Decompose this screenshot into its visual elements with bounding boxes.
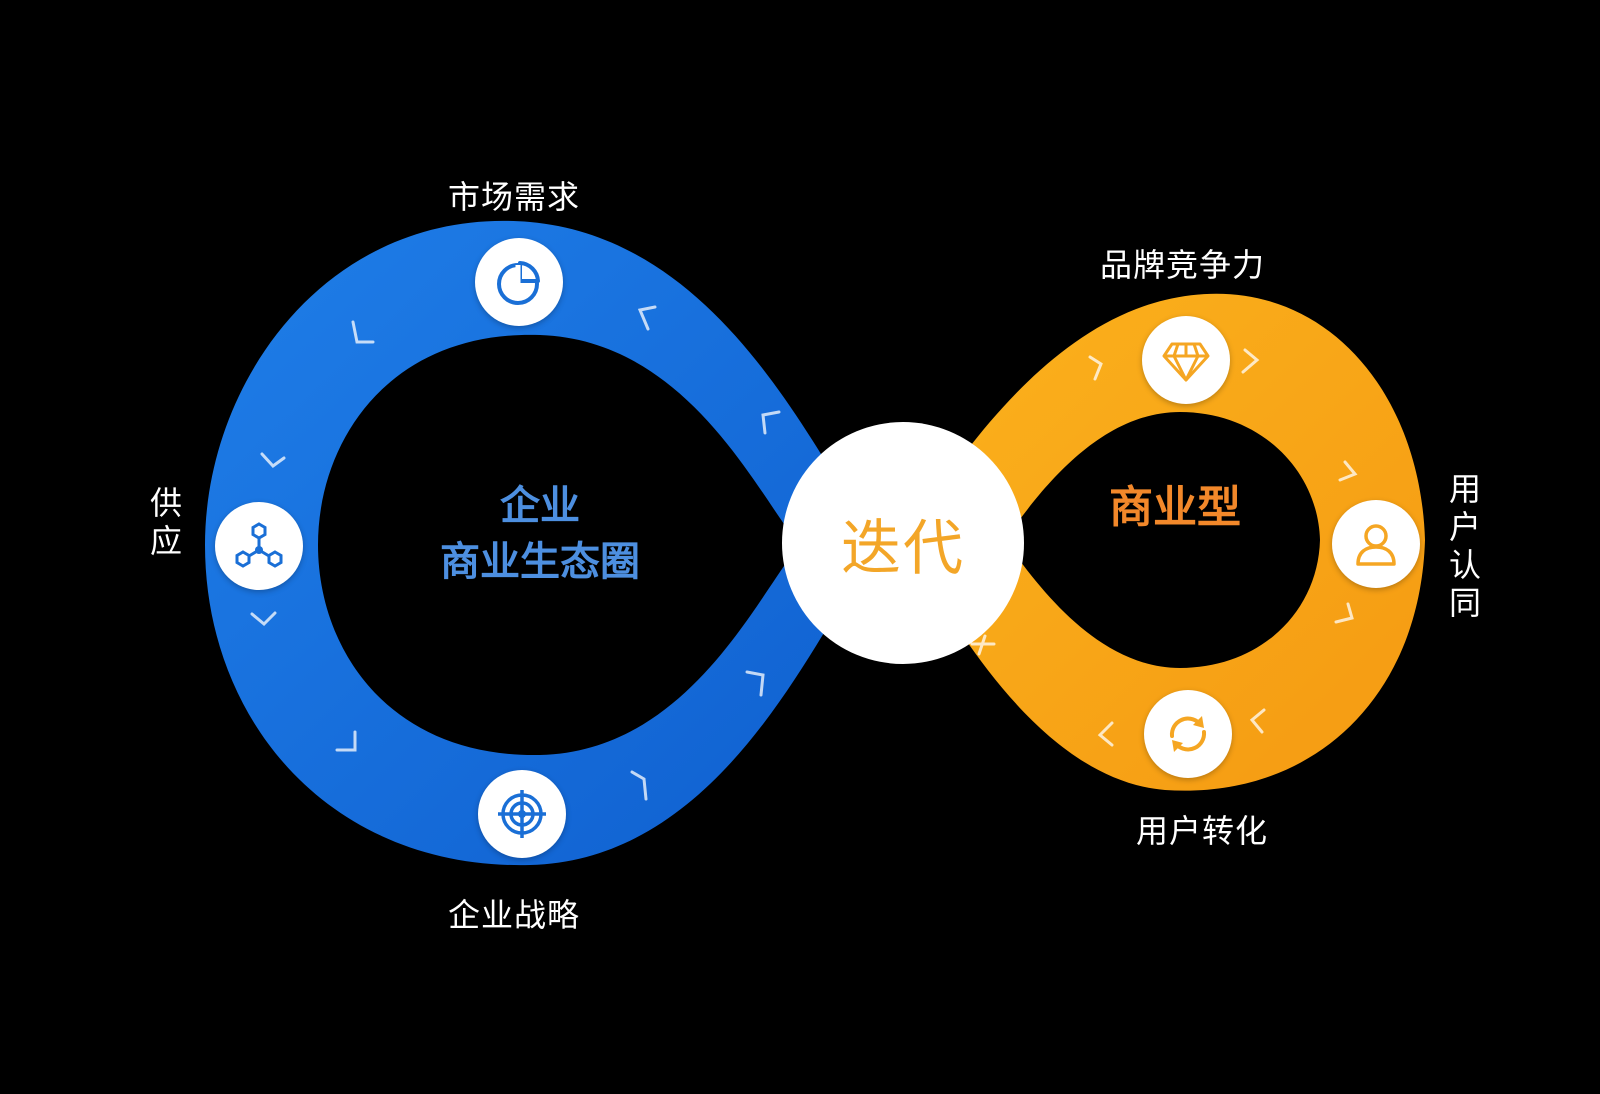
refresh-cycle-icon [1169, 716, 1207, 752]
diamond-icon [1162, 342, 1210, 382]
node-enterprise-strategy [478, 770, 566, 858]
user-icon [1356, 524, 1396, 566]
label-supply: 供应 [149, 484, 182, 560]
left-loop-title-line2: 商业生态圈 [440, 539, 640, 585]
node-supply [215, 502, 303, 590]
chevron-mark [335, 730, 357, 752]
left-loop-title: 企业 商业生态圈 [400, 478, 680, 590]
right-loop-title: 商业型 [1109, 482, 1241, 533]
label-enterprise-strategy: 企业战略 [448, 896, 581, 934]
chevron-mark [1088, 355, 1103, 381]
label-market-demand: 市场需求 [448, 178, 581, 216]
target-crosshair-icon [498, 790, 546, 838]
label-user-recognition: 用户认同 [1448, 470, 1481, 622]
chevron-mark [761, 410, 781, 435]
pie-chart-icon [497, 261, 540, 305]
chevron-mark [1097, 721, 1114, 747]
chevron-mark [970, 634, 996, 656]
chevron-mark [1338, 460, 1358, 482]
hub-label: 迭代 [841, 513, 965, 584]
chevron-mark [630, 770, 648, 801]
left-loop-title-line1: 企业 [500, 483, 580, 529]
chevron-mark [745, 670, 765, 697]
chevron-mark [1334, 602, 1354, 624]
chevron-mark [260, 452, 286, 469]
node-brand-competitiveness [1142, 316, 1230, 404]
network-nodes-icon [235, 522, 283, 568]
node-user-recognition [1332, 500, 1420, 588]
node-market-demand [475, 238, 563, 326]
label-user-conversion: 用户转化 [1136, 812, 1269, 850]
left-loop-band [205, 220, 880, 866]
chevron-mark [250, 611, 277, 627]
chevron-mark [1249, 708, 1266, 734]
right-loop-band [905, 293, 1425, 791]
chevron-mark [351, 320, 375, 344]
node-user-conversion [1144, 690, 1232, 778]
chevron-mark [1241, 348, 1260, 374]
chevron-mark [637, 305, 657, 331]
label-brand-competitiveness: 品牌竞争力 [1100, 246, 1266, 284]
center-hub: 迭代 [782, 422, 1024, 664]
